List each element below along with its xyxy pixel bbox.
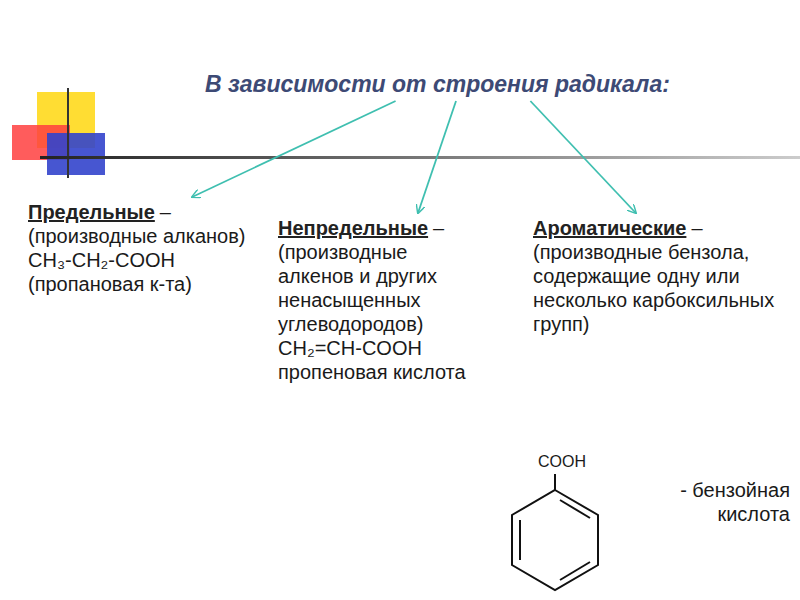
connector-arrow xyxy=(418,101,456,213)
category-heading: Непредельные xyxy=(278,217,428,239)
category-text: пропеновая кислота xyxy=(278,360,478,384)
horizontal-rule xyxy=(40,156,800,159)
category-heading: Предельные xyxy=(28,201,155,223)
title-node: В зависимости от строения радикала: xyxy=(205,70,670,98)
connector-arrow xyxy=(530,101,635,213)
category-column: Непредельные– (производные алкенов и дру… xyxy=(278,216,478,384)
category-text: CH₂=CH-COOH xyxy=(278,336,478,360)
category-text: CH₃-CH₂-COOH xyxy=(28,248,256,272)
compound-name: - бензойная кислота xyxy=(680,478,790,526)
benzoic-acid-structure xyxy=(512,474,598,590)
category-column: Ароматические– (производные бензола, сод… xyxy=(533,216,790,336)
category-column: Предельные– (производные алканов)CH₃-CH₂… xyxy=(28,200,256,296)
group-label: COOH xyxy=(538,452,618,472)
category-heading: Ароматические xyxy=(533,217,686,239)
category-text: (пропановая к-та) xyxy=(28,272,256,296)
blue-square xyxy=(47,133,105,175)
vertical-rule xyxy=(67,88,69,178)
connector-arrow xyxy=(192,101,395,197)
title-text: В зависимости от строения радикала: xyxy=(205,70,670,98)
